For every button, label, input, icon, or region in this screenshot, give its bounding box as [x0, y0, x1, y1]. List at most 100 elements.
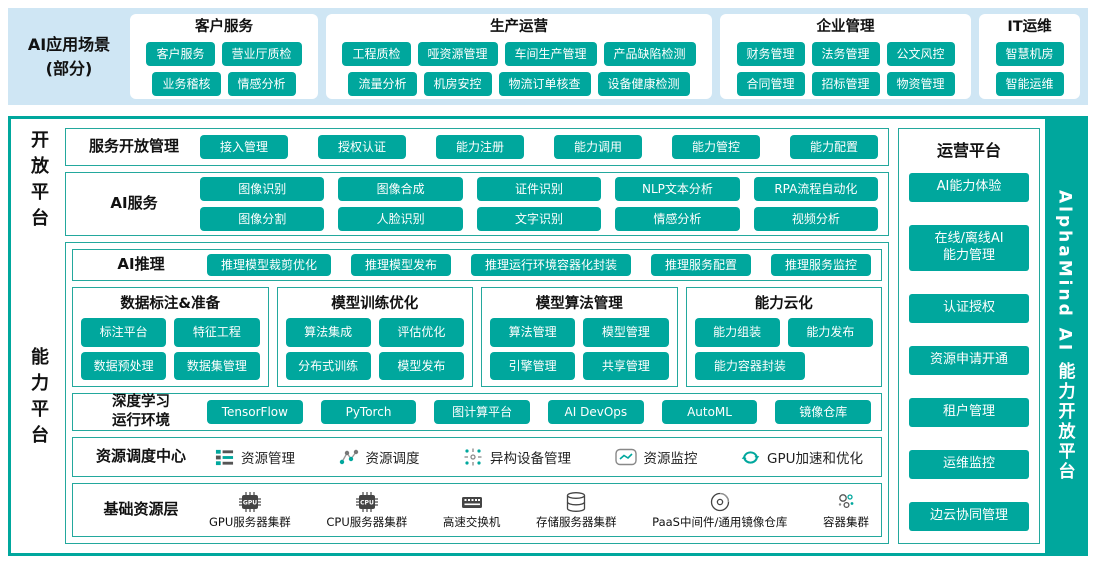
service-open-management-label: 服务开放管理: [88, 137, 179, 156]
sub-box-title: 模型训练优化: [331, 296, 419, 312]
ai-service-chip: 视频分析: [753, 207, 879, 232]
gpu-acceleration-icon: [741, 448, 760, 467]
ai-application-scenarios-band: AI应用场景 (部分) 客户服务 客户服务营业厅质检 业务稽核情感分析 生产运营…: [8, 8, 1088, 105]
deep-learning-runtime-label: 深度学习 运行环境: [112, 394, 170, 429]
scenario-chip: 哑资源管理: [417, 41, 498, 66]
service-management-chip: 能力注册: [436, 134, 524, 160]
sub-box-title: 模型算法管理: [535, 296, 623, 312]
capability-chip-row: 能力组装能力发布: [694, 318, 873, 347]
operations-item: 边云协同管理: [909, 502, 1029, 531]
capability-chip-row: 引擎管理共享管理: [490, 351, 669, 380]
operations-item: 运维监控: [909, 450, 1029, 479]
capability-chip: 共享管理: [583, 351, 669, 380]
scheduler-item-label: 资源监控: [643, 451, 698, 467]
runtime-chip: PyTorch: [320, 399, 417, 425]
open-platform-side-label: 开放平台: [11, 119, 65, 245]
runtime-chip: AI DevOps: [548, 399, 644, 425]
capability-chip: 数据集管理: [174, 351, 260, 380]
scheduler-item-label: 资源管理: [241, 451, 295, 467]
platform-frame: 开放平台 能力平台 服务开放管理 接入管理授权认证能力注册能力调用能力管控能力配…: [8, 116, 1088, 556]
capability-chip: 标注平台: [81, 318, 167, 347]
capability-chip-row: 标注平台特征工程: [81, 318, 260, 347]
model-training-optimization-box: 模型训练优化 算法集成评估优化 分布式训练模型发布: [276, 287, 473, 387]
scenario-chip: 工程质检: [342, 41, 411, 66]
base-resource-item-label: 高速交换机: [442, 514, 501, 529]
runtime-chip: TensorFlow: [207, 399, 303, 425]
capability-chip: 模型管理: [583, 318, 669, 347]
operations-platform-panel: 运营平台 AI能力体验在线/离线AI 能力管理认证授权资源申请开通租户管理运维监…: [898, 128, 1040, 544]
inference-chip: 推理运行环境容器化封装: [470, 253, 631, 277]
runtime-chip: 镜像仓库: [775, 399, 872, 425]
capability-cloudification-box: 能力云化 能力组装能力发布 能力容器封装: [685, 287, 882, 387]
capability-chip-row: 算法集成评估优化: [285, 318, 464, 347]
ai-service-chip: 证件识别: [476, 176, 602, 201]
scenario-chip: 业务稽核: [152, 72, 221, 97]
operations-item: 认证授权: [909, 293, 1029, 323]
scenario-chip: 客户服务: [146, 41, 215, 66]
service-management-chip: 授权认证: [318, 134, 406, 160]
operations-item: 资源申请开通: [909, 345, 1029, 375]
capability-platform-side-label: 能力平台: [11, 245, 65, 553]
scheduler-item: 资源管理: [215, 447, 295, 467]
resource-scheduling-label: 资源调度中心: [95, 447, 186, 466]
resource-monitoring-icon: [614, 448, 637, 466]
scenario-chip-row: 财务管理法务管理公文风控: [728, 41, 963, 66]
scenario-chip: 物流订单核查: [498, 72, 591, 97]
ai-service-chip: 文字识别: [476, 207, 602, 232]
sub-box-title: 能力云化: [754, 296, 813, 312]
scenario-chip: 设备健康检测: [597, 72, 690, 97]
group-title: 企业管理: [816, 18, 875, 35]
scenario-chip: 流量分析: [348, 72, 417, 97]
group-title: 客户服务: [195, 18, 253, 35]
scenario-chip-row: 工程质检哑资源管理车间生产管理产品缺陷检测: [334, 41, 704, 66]
capability-chip-row: 能力容器封装: [694, 351, 874, 380]
scenario-chip-row: 客户服务营业厅质检: [138, 41, 310, 66]
scenario-chip: 招标管理: [811, 72, 880, 97]
paas-middleware-image-repo-icon: [707, 491, 733, 513]
operations-platform-title: 运营平台: [936, 141, 1001, 160]
base-resource-item-label: PaaS中间件/通用镜像仓库: [652, 514, 788, 529]
inference-chip: 推理模型发布: [350, 253, 451, 277]
scenario-chip: 智能运维: [995, 72, 1064, 97]
scenario-chip: 合同管理: [736, 72, 805, 97]
inference-chip: 推理模型裁剪优化: [207, 253, 332, 277]
scenario-group-production-operations: 生产运营 工程质检哑资源管理车间生产管理产品缺陷检测 流量分析机房安控物流订单核…: [326, 14, 713, 99]
gpu-server-cluster-icon: GPU: [237, 491, 263, 513]
sub-box-title: 数据标注&准备: [120, 296, 221, 312]
operations-platform-items: AI能力体验在线/离线AI 能力管理认证授权资源申请开通租户管理运维监控边云协同…: [909, 173, 1029, 531]
service-management-chip: 能力调用: [554, 134, 642, 160]
capability-platform-box: AI推理 推理模型裁剪优化推理模型发布推理运行环境容器化封装推理服务配置推理服务…: [65, 242, 889, 544]
capability-chip: 数据预处理: [81, 351, 167, 380]
side-labels: 开放平台 能力平台: [11, 119, 65, 553]
resource-scheduling-row: 资源调度中心 资源管理 资源调度 异构设备管理: [72, 437, 882, 477]
service-management-chip: 能力管控: [672, 134, 760, 160]
service-open-management-row: 服务开放管理 接入管理授权认证能力注册能力调用能力管控能力配置: [65, 128, 889, 166]
scenario-chip: 公文风控: [886, 41, 955, 66]
brand-bar-text: AlphaMind AI 能力开放平台: [1054, 189, 1075, 483]
capability-chip: 能力组装: [694, 318, 780, 347]
ai-inference-row: AI推理 推理模型裁剪优化推理模型发布推理运行环境容器化封装推理服务配置推理服务…: [72, 249, 882, 281]
capability-platform-side-label-text: 能力平台: [28, 347, 49, 451]
runtime-chip: AutoML: [661, 399, 758, 425]
base-resource-item-label: 存储服务器集群: [536, 514, 617, 529]
service-management-chip: 接入管理: [200, 134, 288, 160]
group-title: 生产运营: [490, 18, 549, 35]
ai-service-chip: 图像分割: [200, 207, 325, 232]
capability-chip: 引擎管理: [490, 351, 576, 380]
scenarios-band-label: AI应用场景 (部分): [27, 35, 111, 78]
capability-chip: 评估优化: [378, 318, 464, 347]
base-resource-item-label: GPU服务器集群: [209, 514, 291, 529]
scenario-chip: 产品缺陷检测: [603, 41, 696, 66]
resource-management-icon: [215, 448, 234, 467]
model-algorithm-management-box: 模型算法管理 算法管理模型管理 引擎管理共享管理: [481, 287, 678, 387]
base-resource-item: 容器集群: [823, 491, 869, 530]
capability-chip: 分布式训练: [285, 351, 371, 380]
ai-service-chip: 情感分析: [615, 207, 740, 232]
scenario-group-it-operations: IT运维 智慧机房 智能运维: [979, 14, 1081, 99]
heterogeneous-device-management-icon: [463, 447, 483, 467]
ai-service-chip: 图像合成: [338, 176, 463, 201]
open-platform-side-label-text: 开放平台: [28, 130, 49, 234]
scenario-chip: 物资管理: [886, 72, 955, 97]
